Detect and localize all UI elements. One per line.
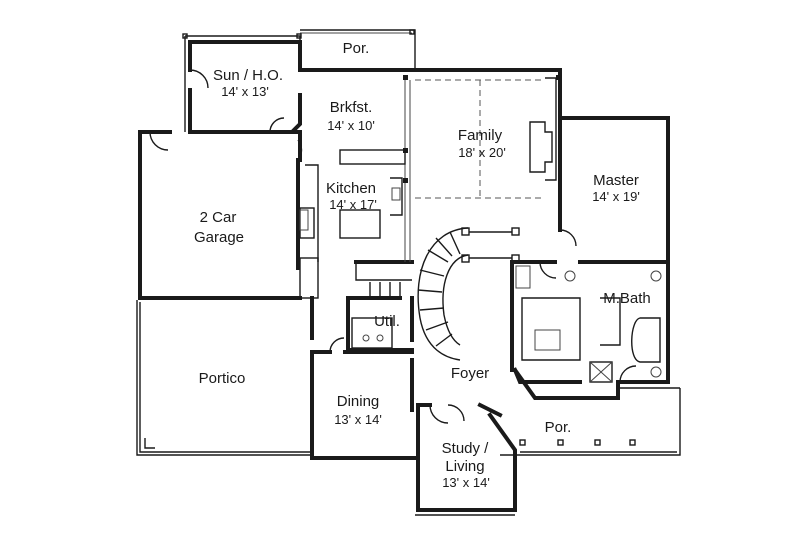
room-name-master: Master [593,172,639,189]
room-name-utility: Util. [374,313,400,330]
room-name-garage-line1: 2 Car [200,209,237,226]
room-name-garage-line2: Garage [194,229,244,246]
room-name-breakfast: Brkfst. [330,99,373,116]
room-name-study-line1: Study / [442,440,490,457]
room-dim-master: 14' x 19' [592,189,640,204]
room-name-foyer: Foyer [451,365,489,382]
room-name-porch-top: Por. [343,40,370,57]
room-name-dining: Dining [337,393,380,410]
room-name-study-line2: Living [445,458,484,475]
room-dim-sun: 14' x 13' [221,84,269,99]
room-name-sun: Sun / H.O. [213,67,283,84]
room-name-master-bath: M.Bath [603,290,651,307]
walls [138,40,670,512]
room-dim-study: 13' x 14' [442,475,490,490]
room-name-family: Family [458,127,503,144]
room-dim-kitchen: 14' x 17' [329,197,377,212]
porch-outlines [136,29,681,516]
room-dim-family: 18' x 20' [458,145,506,160]
room-name-kitchen: Kitchen [326,180,376,197]
room-name-portico: Portico [199,370,246,387]
room-dim-breakfast: 14' x 10' [327,118,375,133]
room-name-porch-front: Por. [545,419,572,436]
room-dim-dining: 13' x 14' [334,412,382,427]
room-labels: Sun / H.O. 14' x 13' Por. Brkfst. 14' x … [194,40,651,490]
interior-details [149,69,662,424]
